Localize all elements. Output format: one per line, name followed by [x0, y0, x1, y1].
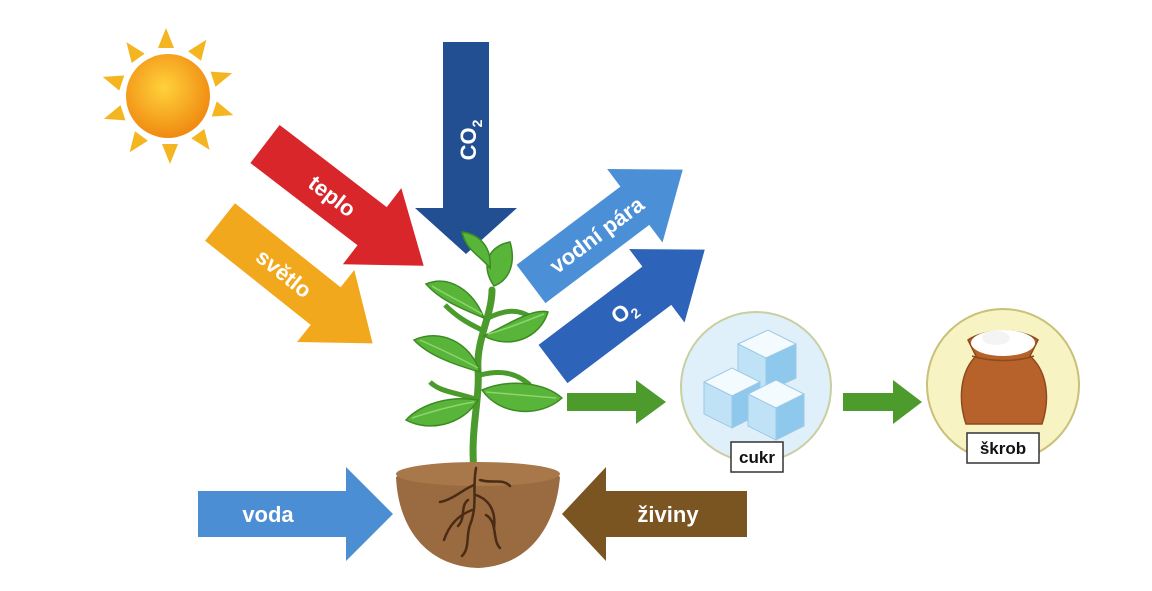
sugar-product: cukr: [680, 311, 832, 473]
soil-pot-icon: [396, 462, 560, 568]
sugar-cubes-icon: [702, 329, 806, 441]
water-label: voda: [242, 502, 294, 527]
co2-base: CO: [456, 127, 481, 160]
co2-subscript: 2: [469, 119, 485, 127]
co2-label: CO2: [456, 119, 485, 160]
oxygen-arrow: O2: [538, 249, 705, 384]
co2-arrow: CO2: [415, 42, 517, 254]
plant-icon: [404, 231, 564, 476]
sun-icon: [102, 28, 234, 164]
nutrients-label: živiny: [637, 502, 699, 527]
plant-to-sugar-arrow: [567, 380, 666, 424]
starch-product: škrob: [926, 308, 1080, 464]
starch-sack-icon: [960, 330, 1048, 425]
starch-label: škrob: [980, 439, 1026, 458]
nutrients-arrow: živiny: [562, 467, 747, 561]
sugar-label: cukr: [739, 448, 775, 467]
water-arrow: voda: [198, 467, 393, 561]
sugar-to-starch-arrow: [843, 380, 922, 424]
